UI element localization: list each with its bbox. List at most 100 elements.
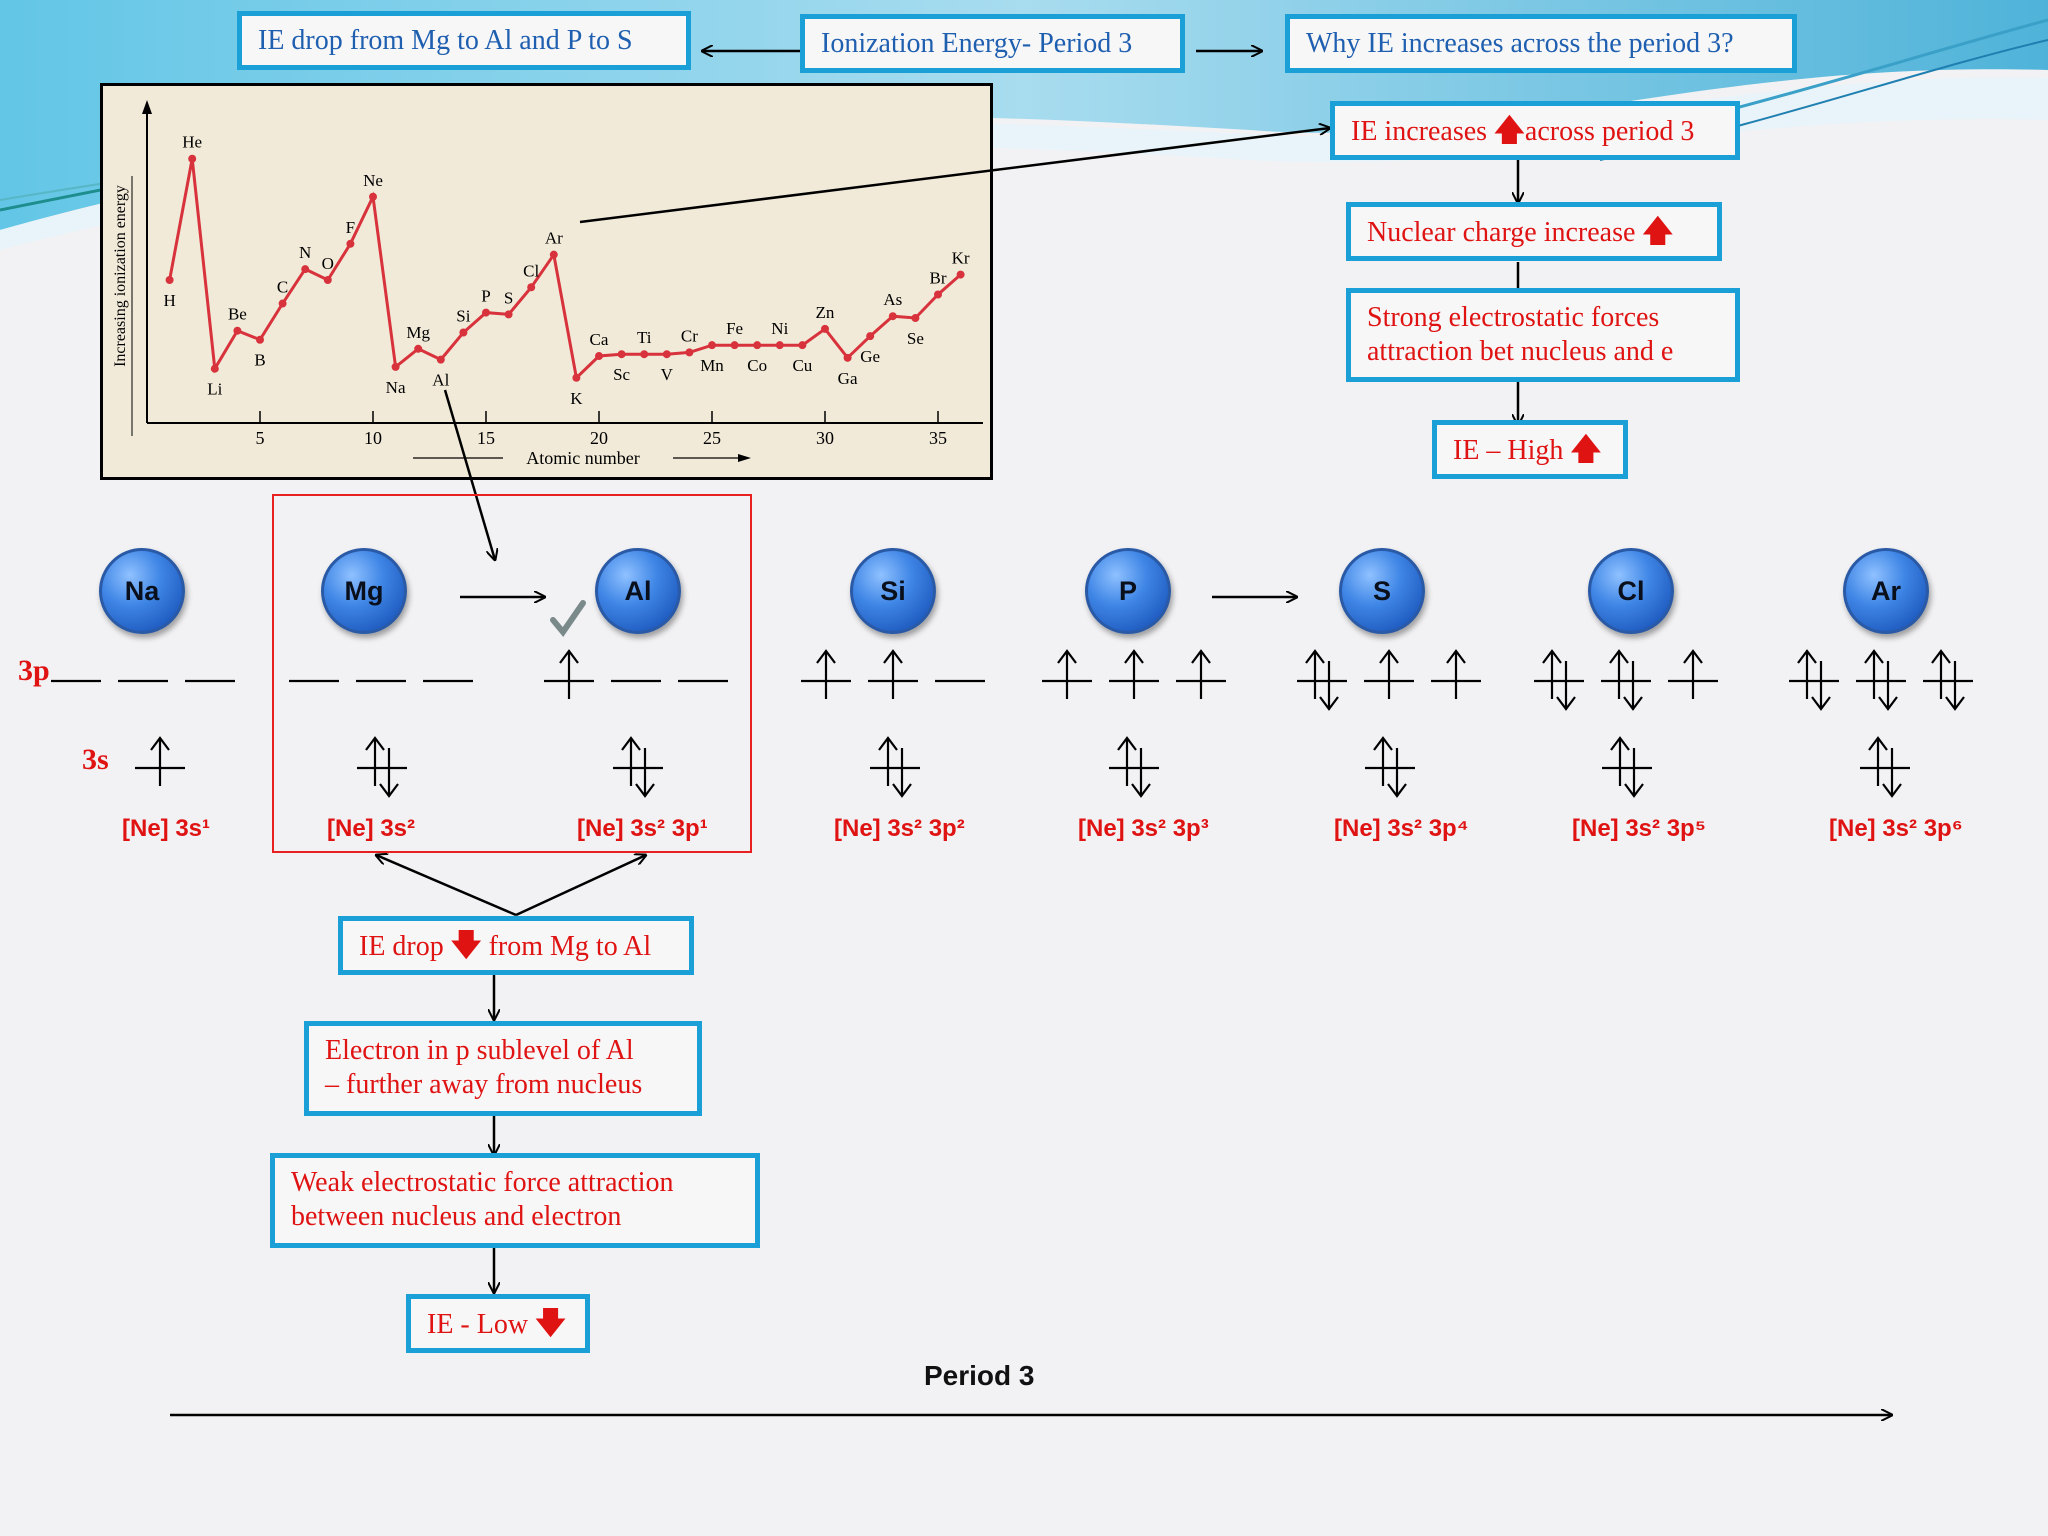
element-point-label: B [254, 351, 265, 370]
ie-data-point [346, 239, 355, 248]
element-ball-si: Si [850, 548, 936, 634]
ie-data-point [595, 352, 603, 361]
element-point-label: F [346, 218, 355, 237]
element-point-label: Cl [523, 261, 539, 280]
x-tick-label: 20 [590, 428, 608, 448]
element-point-label: Br [930, 268, 947, 287]
element-point-label: Al [432, 371, 449, 390]
element-point-label: N [299, 243, 311, 262]
page-title: Ionization Energy- Period 3 [821, 28, 1133, 59]
mg-al-highlight-frame [272, 494, 752, 853]
ie-data-point [617, 350, 626, 359]
y-axis-label: Increasing ionization energy [112, 185, 129, 367]
red-down-arrow-icon: 🡇 [535, 1307, 566, 1340]
red-down-arrow-icon: 🡇 [450, 929, 482, 962]
element-point-label: Cr [681, 326, 698, 345]
element-point-label: He [182, 133, 202, 152]
element-point-label: C [277, 278, 288, 297]
element-point-label: Mn [700, 356, 724, 375]
element-point-label: H [163, 291, 175, 310]
element-point-label: Cu [792, 356, 812, 375]
title-box: Ionization Energy- Period 3 [800, 14, 1185, 73]
ie-data-point [730, 341, 739, 350]
element-point-label: K [570, 389, 583, 408]
element-point-label: Se [907, 329, 924, 348]
ie-data-point [233, 326, 242, 335]
ie-series-line [168, 158, 962, 381]
y-axis-arrow [142, 100, 152, 114]
electron-config-mg: [Ne] 3s² [327, 815, 416, 842]
red-up-arrow-icon: 🡅 [1570, 433, 1602, 466]
element-point-label: S [504, 288, 513, 307]
sublevel-3s-label: 3s [82, 743, 109, 776]
ie-drop-mg-al-p-s-box: IE drop from Mg to Al and P to S [237, 11, 691, 70]
element-point-label: O [322, 254, 334, 273]
element-point-label: Zn [816, 303, 835, 322]
ie-data-point [753, 341, 762, 350]
ie-increases-box: IE increases 🡅across period 3 [1330, 101, 1740, 160]
x-tick-label: 5 [256, 428, 265, 448]
element-point-label: As [883, 290, 902, 309]
ie-data-point [414, 344, 423, 353]
element-point-label: Fe [726, 319, 743, 338]
element-point-label: Ar [545, 229, 563, 248]
ie-data-point [436, 355, 445, 364]
weak-forces-box: Weak electrostatic force attraction betw… [270, 1153, 760, 1248]
ie-drop-box: IE drop 🡇 from Mg to Al [338, 916, 694, 975]
element-ball-mg: Mg [321, 548, 407, 634]
electron-config-cl: [Ne] 3s² 3p⁵ [1572, 815, 1706, 842]
element-ball-na: Na [99, 548, 185, 634]
element-point-label: Li [207, 380, 222, 399]
element-point-label: V [661, 365, 674, 384]
element-ball-p: P [1085, 548, 1171, 634]
element-point-label: Si [456, 307, 470, 326]
ie-data-point [527, 283, 536, 292]
element-point-label: Be [228, 305, 247, 324]
element-ball-cl: Cl [1588, 548, 1674, 634]
x-tick-label: 10 [364, 428, 382, 448]
ie-data-point [821, 324, 829, 333]
ie-data-point [708, 341, 716, 350]
x-axis-label: Atomic number [526, 448, 639, 468]
ie-data-point [165, 276, 174, 285]
electron-p-sublevel-box: Electron in p sublevel of Al – further a… [304, 1021, 702, 1116]
ie-data-point [685, 348, 694, 357]
x-tick-label: 25 [703, 428, 721, 448]
electron-config-s: [Ne] 3s² 3p⁴ [1334, 815, 1469, 842]
electron-config-ar: [Ne] 3s² 3p⁶ [1829, 815, 1963, 842]
element-point-label: Kr [952, 249, 970, 268]
element-point-label: Sc [613, 365, 630, 384]
ie-data-point [323, 276, 332, 285]
ie-data-point [934, 290, 942, 299]
why-box: Why IE increases across the period 3? [1285, 14, 1797, 73]
ie-data-point [843, 353, 852, 362]
ie-data-point [504, 310, 513, 319]
ie-data-point [482, 308, 490, 317]
sublevel-3p-label: 3p [18, 654, 50, 687]
ie-data-point [888, 312, 897, 321]
ie-high-box: IE – High 🡅 [1432, 420, 1628, 479]
ie-data-point [775, 341, 784, 350]
element-point-label: P [481, 287, 490, 306]
ie-data-point [911, 314, 920, 323]
ie-data-point [866, 332, 875, 341]
strong-forces-box: Strong electrostatic forces attraction b… [1346, 288, 1740, 382]
element-point-label: Ca [590, 330, 609, 349]
element-point-label: Ge [860, 347, 880, 366]
ie-data-point [956, 270, 965, 279]
element-point-label: Co [747, 356, 767, 375]
element-ball-al: Al [595, 548, 681, 634]
nuclear-charge-box: Nuclear charge increase 🡅 [1346, 202, 1722, 261]
ie-data-point [278, 299, 287, 308]
ie-data-point [459, 328, 468, 337]
period-3-caption: Period 3 [924, 1360, 1035, 1391]
x-tick-label: 30 [816, 428, 834, 448]
electron-config-p: [Ne] 3s² 3p³ [1078, 815, 1209, 842]
ie-data-point [210, 364, 219, 373]
element-ball-s: S [1339, 548, 1425, 634]
ie-data-point [301, 265, 310, 274]
ie-data-point [256, 335, 264, 344]
element-point-label: Ti [637, 328, 652, 347]
